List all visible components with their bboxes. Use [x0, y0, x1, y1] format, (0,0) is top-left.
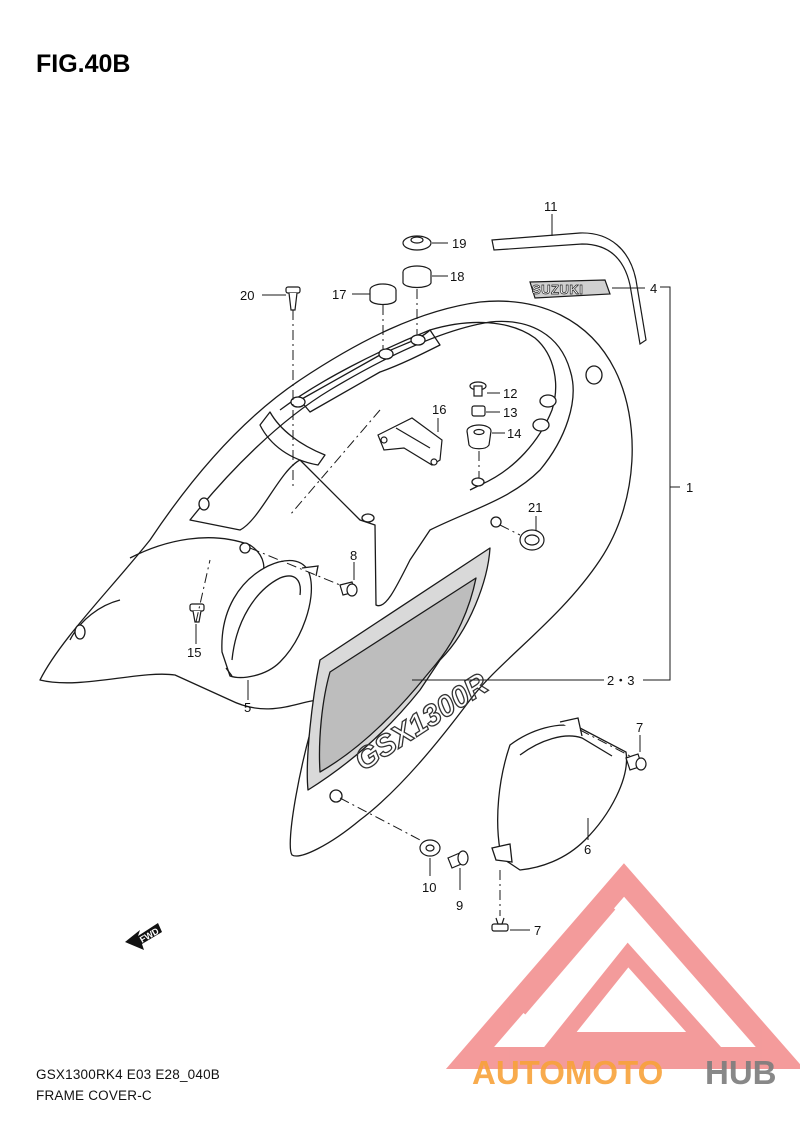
callout-15: 15	[187, 645, 201, 660]
side-hole-mid	[239, 542, 251, 554]
frame-cover-rail-left	[259, 411, 326, 466]
under-cover-5	[221, 559, 319, 679]
rail-hole-right	[410, 334, 426, 346]
callout-13: 13	[503, 405, 517, 420]
callout-18: 18	[450, 269, 464, 284]
watermark-text: AUTOMOTO HUB	[472, 1054, 777, 1091]
callout-labels: 1 2・3 4 5 6 7 7 8 9 10 11 12 13 14 15 16…	[187, 199, 693, 938]
watermark-triangle-inner	[543, 942, 722, 1048]
callout-21: 21	[528, 500, 542, 515]
grommet-10	[419, 839, 441, 857]
frame-cover-right-flank-inner	[318, 577, 477, 773]
side-cover-6	[491, 717, 628, 871]
model-code: GSX1300RK4 E03 E28_040B	[36, 1067, 220, 1082]
tail-hole	[74, 624, 86, 640]
callout-7-bottom: 7	[534, 923, 541, 938]
callout-8: 8	[350, 548, 357, 563]
callout-11: 11	[544, 199, 558, 214]
grommet-18	[402, 265, 432, 289]
forward-arrow-icon: FWD	[125, 923, 162, 950]
leader-lines	[195, 214, 680, 931]
brand-emblem-text: SUZUKI	[532, 282, 583, 297]
rail-hole-left	[290, 396, 306, 408]
watermark-stroke	[514, 900, 616, 1015]
bracket-part-16	[377, 417, 443, 466]
grab-strap-11	[491, 232, 647, 346]
frame-cover-rail-bridge	[299, 329, 441, 413]
grommet-17	[369, 283, 397, 306]
bolt-8	[339, 581, 358, 597]
fastener-stack	[466, 381, 492, 450]
assembly-lines	[195, 289, 631, 916]
callout-20: 20	[240, 288, 254, 303]
callout-1: 1	[686, 480, 693, 495]
callout-14: 14	[507, 426, 521, 441]
grommet-seat	[490, 516, 502, 528]
callout-19: 19	[452, 236, 466, 251]
grab-rail-hole	[585, 365, 603, 385]
frame-cover-inner-ledge	[279, 321, 557, 491]
callout-2-3: 2・3	[607, 673, 634, 688]
screw-7-bottom	[491, 917, 509, 932]
callout-6: 6	[584, 842, 591, 857]
lower-mount-hole	[329, 789, 343, 803]
seat-hole-lower	[532, 418, 550, 432]
callout-5: 5	[244, 700, 251, 715]
side-hole-left	[198, 497, 210, 511]
push-rivet-20	[285, 286, 301, 311]
bracket-hole-right	[471, 477, 485, 487]
callout-12: 12	[503, 386, 517, 401]
bracket-hole	[361, 513, 375, 523]
bolt-12	[469, 381, 487, 397]
grommet-14	[466, 424, 492, 450]
callout-9: 9	[456, 898, 463, 913]
cap-19	[402, 235, 432, 251]
frame-cover-tail-end	[69, 599, 121, 641]
emblem-4: SUZUKI	[529, 279, 611, 299]
screw-9	[447, 850, 469, 869]
callout-16: 16	[432, 402, 446, 417]
nut-13	[471, 405, 486, 417]
callout-10: 10	[422, 880, 436, 895]
callout-7-top: 7	[636, 720, 643, 735]
watermark-logo	[445, 863, 800, 1069]
figure-title: FIG.40B	[36, 50, 131, 78]
figure-caption: FRAME COVER-C	[36, 1088, 152, 1103]
callout-4: 4	[650, 281, 657, 296]
seat-hole-right	[539, 394, 557, 408]
callout-17: 17	[332, 287, 346, 302]
plug-21	[519, 529, 545, 551]
watermark-text-part2: HUB	[705, 1054, 777, 1091]
rail-hole-mid	[378, 348, 394, 360]
watermark-text-part1: AUTOMOTO	[472, 1054, 663, 1091]
screw-7-top	[625, 753, 647, 771]
